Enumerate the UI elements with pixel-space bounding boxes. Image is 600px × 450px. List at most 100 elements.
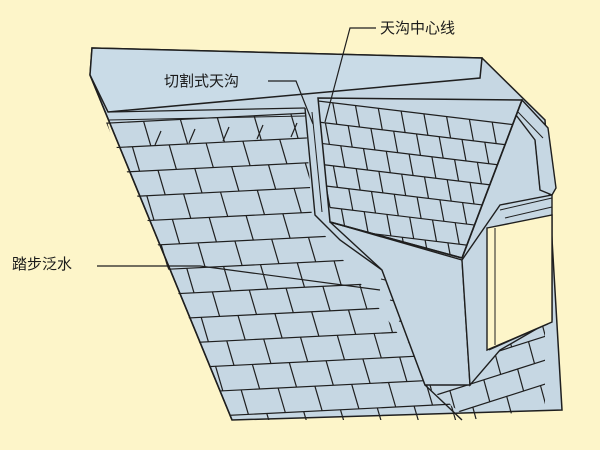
shingle-joint [373, 333, 382, 359]
shingle-joint [577, 199, 584, 224]
shingle-joint [186, 268, 195, 293]
cut-valley-leader [268, 80, 314, 125]
shingle-joint [96, 149, 103, 174]
shingle-joint [347, 309, 357, 335]
shingle-joint [462, 202, 468, 225]
shingle-joint [348, 188, 354, 211]
shingle-joint [554, 214, 558, 236]
shingle-joint [70, 125, 77, 150]
shingle-joint [183, 193, 192, 219]
shingle-joint [363, 211, 369, 234]
shingle-joint [431, 219, 438, 242]
shingle-joint [563, 150, 570, 175]
shingle-course [318, 120, 522, 154]
shingle-joint [223, 266, 232, 292]
shingle-joint [138, 295, 147, 321]
shingle-joint [299, 337, 309, 362]
shingle-joint [539, 385, 545, 408]
shingle-joint [409, 217, 415, 239]
shingle-joint [146, 195, 155, 221]
shingle-joint [468, 119, 474, 141]
shingle-joint [293, 188, 302, 213]
shingle-joint [155, 418, 165, 420]
shingle-course [325, 185, 522, 218]
shingle-joint [376, 407, 386, 420]
shingle-joint [123, 246, 133, 272]
shingle-joint [205, 142, 214, 168]
shingle-course [329, 206, 522, 240]
shingle-joint [561, 194, 565, 216]
shingle-joint [285, 288, 294, 313]
shingle-joint [351, 384, 360, 409]
valley-centerline-leader [324, 27, 376, 123]
shingle-joint [454, 222, 460, 245]
shingle-joint [577, 216, 581, 238]
ridge-top [89, 47, 483, 113]
shingle-joint [211, 291, 221, 317]
shingle-joint [84, 174, 91, 199]
shingle-course [149, 368, 462, 396]
shingle-joint [562, 257, 566, 279]
shingle-joint [167, 393, 176, 419]
shingle-joint [208, 217, 217, 243]
shingle-cut-mark [222, 126, 230, 142]
shingle-joint [109, 197, 118, 223]
shingle-joint [555, 250, 562, 274]
dormer-window-opening [486, 214, 553, 352]
shingle-joint [135, 221, 144, 246]
shingle-joint [194, 168, 203, 194]
shingle-joint [288, 362, 298, 388]
shingle-joint [574, 375, 580, 397]
shingle-joint [178, 367, 187, 393]
shingle-joint [573, 303, 579, 325]
shingle-joint [245, 215, 254, 241]
shingle-joint [197, 242, 206, 268]
shingle-joint [584, 276, 590, 298]
shingle-joint [401, 174, 407, 196]
shingle-joint [274, 313, 283, 339]
dormer [317, 97, 581, 387]
shingle-joint [585, 347, 591, 369]
shingle-joint [336, 335, 346, 360]
shingle-joint [311, 311, 320, 337]
shingle-joint [416, 196, 422, 219]
shingle-joint [584, 348, 591, 373]
shingle-joint [561, 399, 568, 424]
shingle-joint [256, 190, 266, 215]
shingle-joint [431, 156, 437, 179]
shingle-joint [322, 286, 331, 311]
shingle-joint [569, 237, 573, 259]
shingle-joint [569, 299, 576, 324]
shingle-joint [472, 407, 480, 420]
shingle-joint [527, 341, 536, 364]
shingle-joint [447, 242, 453, 258]
shingle-joint [347, 125, 353, 148]
shingle-joint [189, 342, 198, 368]
shingle-joint [450, 404, 459, 420]
shingle-joint [461, 139, 467, 162]
shingle-joint [271, 239, 280, 264]
shingle-joint [596, 320, 600, 342]
cut-valley-label: 切割式天沟 [164, 72, 240, 90]
dormer-shingle-rows [318, 99, 581, 279]
shingle-joint [386, 214, 392, 237]
shingle-joint [423, 113, 429, 136]
shingle-joint [399, 356, 408, 382]
shingle-joint [558, 324, 565, 349]
shingle-joint [339, 409, 349, 420]
shingle-cut-mark [188, 128, 196, 144]
dormer-side-wall [329, 221, 471, 386]
shingle-joint [592, 248, 599, 273]
shingle-joint [157, 170, 166, 195]
shingle-joint [266, 413, 275, 420]
shingle-joint [314, 386, 323, 411]
shingle-joint [267, 164, 277, 190]
shingle-joint [387, 382, 397, 408]
shingle-joint [561, 130, 565, 152]
shingle-joint [163, 318, 173, 344]
shingle-joint [192, 416, 201, 420]
shingle-joint [279, 139, 288, 164]
shingle-joint [263, 338, 272, 364]
